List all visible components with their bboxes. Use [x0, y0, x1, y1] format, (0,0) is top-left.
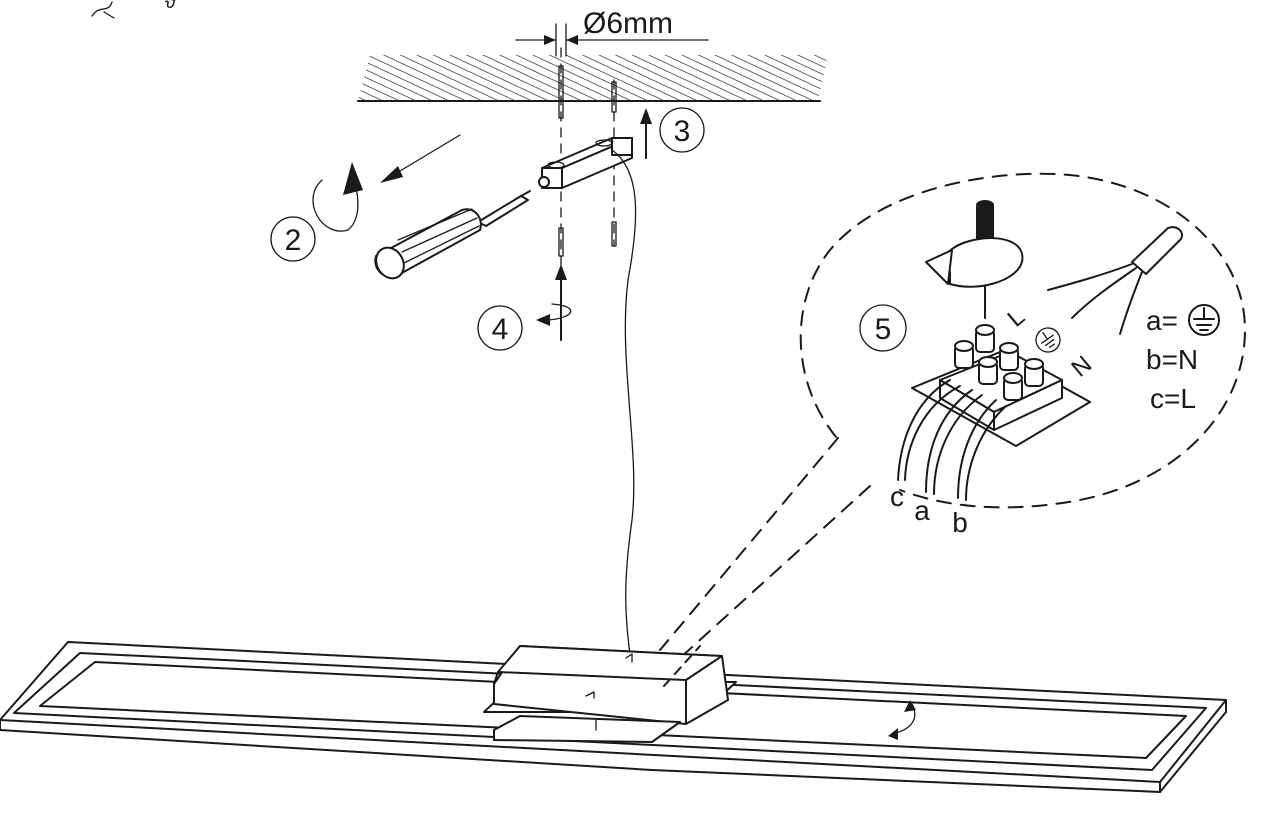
dimension-arrow-right-icon: [566, 35, 578, 45]
dimension-label: Ø6mm: [583, 7, 673, 40]
screwdriver-icon: [374, 190, 531, 280]
wall-plug-left-icon: [558, 65, 564, 119]
lamp-canopy: [483, 645, 737, 743]
terminal-screw-2: [954, 340, 974, 369]
screw-in-arrow: [536, 264, 572, 341]
wire-label-b: b: [952, 507, 968, 538]
mounting-bracket: [538, 137, 633, 189]
legend-b: b=N: [1146, 344, 1198, 375]
terminal-earth-mark-icon: [1035, 327, 1061, 353]
wire-label-c: c: [890, 481, 904, 512]
terminal-screw-5: [1024, 358, 1044, 387]
frame-rotate-hint-icon: [888, 700, 916, 740]
ceiling: [357, 55, 828, 102]
bracket-set-screw-icon: [538, 176, 550, 188]
wire-label-a: a: [914, 495, 930, 526]
corner-glyph: ϑ: [165, 0, 176, 13]
drill-dimension: Ø6mm: [515, 7, 709, 57]
arrow-up-icon: [640, 108, 652, 124]
wire-a: [925, 389, 973, 493]
screw-right-icon: [611, 221, 617, 247]
rotate-arrow-icon: [343, 162, 363, 195]
earth-ground-symbol-icon: [1188, 304, 1220, 336]
terminal-screw-6: [1003, 372, 1023, 401]
corner-fragment: ϑ: [91, 0, 176, 19]
svg-text:3: 3: [674, 115, 691, 148]
detail-rotate-arrow-icon: [925, 237, 1024, 288]
legend-c: c=L: [1150, 383, 1196, 414]
supply-cable-detail: [1047, 226, 1184, 335]
dimension-arrow-left-icon: [544, 35, 556, 45]
wiring-legend: a= b=N c=L: [1146, 304, 1220, 414]
svg-text:5: 5: [875, 313, 892, 346]
suspension-cable: [611, 149, 637, 656]
svg-text:2: 2: [285, 224, 302, 257]
detail-callout: [659, 172, 1246, 659]
step-badge-5: 5: [859, 304, 907, 352]
svg-text:4: 4: [492, 313, 509, 346]
lift-arrow: [640, 108, 652, 159]
terminal-mark-L: L: [1003, 303, 1031, 332]
wire-c: [897, 379, 951, 481]
wire-b: [957, 399, 997, 499]
arrow-up-small-icon: [555, 264, 567, 280]
step-badge-4: 4: [477, 305, 523, 351]
legend-a-prefix: a=: [1146, 305, 1178, 336]
terminal-mark-N: N: [1067, 351, 1098, 383]
tighten-rotation-arrow: [312, 134, 461, 232]
arrow-direction-icon: [380, 166, 403, 183]
screw-left-icon: [558, 227, 564, 257]
step-badge-2: 2: [270, 216, 316, 262]
step-badge-3: 3: [659, 107, 705, 153]
terminal-screw-1: [975, 324, 995, 353]
wall-plug-right-icon: [611, 81, 617, 113]
terminal-screw-4: [978, 356, 998, 385]
rotate-small-icon: [536, 314, 550, 326]
terminal-screw-3: [999, 342, 1019, 371]
